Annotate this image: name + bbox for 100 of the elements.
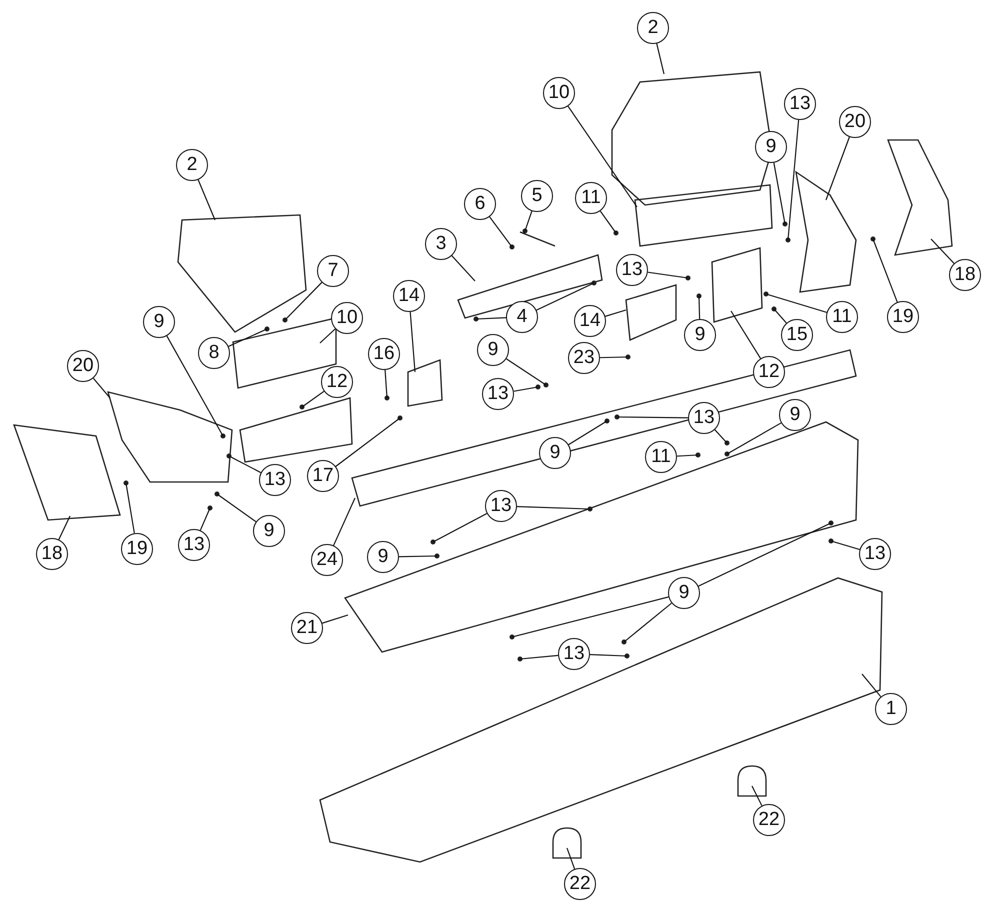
leader-line xyxy=(787,120,800,240)
callout-number: 18 xyxy=(36,538,68,570)
callout-number: 20 xyxy=(67,350,99,382)
leader-line xyxy=(320,328,336,344)
leader-line xyxy=(624,602,672,642)
callout-number: 9 xyxy=(477,334,509,366)
leader-line xyxy=(92,378,110,398)
leader-line xyxy=(676,454,698,457)
leader-line xyxy=(825,136,850,200)
callout-number: 2 xyxy=(637,12,669,44)
leader-line xyxy=(333,498,356,546)
leader-line xyxy=(698,522,832,587)
callout-number: 6 xyxy=(464,188,496,220)
callout-number: 18 xyxy=(949,259,981,291)
callout-number: 16 xyxy=(368,338,400,370)
leader-line xyxy=(284,282,322,320)
callout-number: 9 xyxy=(539,437,571,469)
leader-line xyxy=(228,328,268,347)
leader-line xyxy=(335,418,400,467)
leader-line xyxy=(516,506,590,510)
callout-number: 11 xyxy=(575,182,607,214)
callout-number: 4 xyxy=(506,301,538,333)
leader-line xyxy=(514,386,538,392)
callout-number: 22 xyxy=(753,804,785,836)
callout-number: 10 xyxy=(543,77,575,109)
callout-number: 13 xyxy=(784,88,816,120)
callout-number: 13 xyxy=(859,538,891,570)
callout-number: 13 xyxy=(178,529,210,561)
leader-line xyxy=(432,513,488,542)
callout-number: 2 xyxy=(176,149,208,181)
leader-line xyxy=(398,555,437,558)
callout-number: 21 xyxy=(291,612,323,644)
callout-number: 19 xyxy=(887,301,919,333)
leader-line xyxy=(198,180,216,220)
leader-line xyxy=(656,43,665,74)
callout-number: 13 xyxy=(259,464,291,496)
leader-line xyxy=(568,420,608,446)
leader-line xyxy=(384,370,388,398)
callout-number: 9 xyxy=(253,515,285,547)
leader-line xyxy=(752,786,762,806)
callout-number: 15 xyxy=(781,319,813,351)
callout-number: 13 xyxy=(616,254,648,286)
leader-line xyxy=(617,416,688,418)
leader-line xyxy=(605,309,626,317)
leader-line xyxy=(698,296,700,320)
leader-line xyxy=(930,238,954,264)
leader-line xyxy=(489,216,512,248)
leader-line xyxy=(600,210,616,234)
callout-number: 9 xyxy=(668,577,700,609)
leader-line xyxy=(58,516,70,540)
leader-line xyxy=(830,540,860,550)
leader-line xyxy=(520,654,558,660)
leader-line xyxy=(166,336,224,436)
callout-number: 14 xyxy=(574,305,606,337)
leader-line xyxy=(302,390,324,408)
leader-line xyxy=(451,255,476,282)
callout-number: 8 xyxy=(198,337,230,369)
callout-number: 9 xyxy=(367,541,399,573)
callout-number: 20 xyxy=(839,106,871,138)
callout-number: 13 xyxy=(485,490,517,522)
leader-line xyxy=(125,482,135,534)
callout-number: 9 xyxy=(143,306,175,338)
callout-number: 23 xyxy=(568,342,600,374)
callout-number: 7 xyxy=(317,255,349,287)
leader-line xyxy=(726,422,782,454)
callout-number: 19 xyxy=(121,533,153,565)
leader-line xyxy=(600,356,628,358)
callout-number: 1 xyxy=(875,693,907,725)
leader-line xyxy=(774,308,787,324)
leader-line xyxy=(730,310,761,359)
leader-line xyxy=(766,293,827,313)
callout-number: 5 xyxy=(521,180,553,212)
callout-number: 11 xyxy=(826,301,858,333)
callout-number: 9 xyxy=(779,399,811,431)
leader-line xyxy=(648,272,688,279)
callout-number: 9 xyxy=(684,319,716,351)
leader-line xyxy=(200,508,210,531)
callout-number: 17 xyxy=(307,460,339,492)
callout-number: 13 xyxy=(688,402,720,434)
callout-number: 12 xyxy=(753,356,785,388)
callout-number: 14 xyxy=(393,280,425,312)
leader-line xyxy=(714,429,728,444)
leader-line xyxy=(566,848,576,870)
leader-line xyxy=(512,596,669,638)
callout-number: 24 xyxy=(311,544,343,576)
callout-number: 12 xyxy=(321,366,353,398)
leader-line xyxy=(872,238,898,302)
leader-line xyxy=(536,282,594,311)
callout-number: 22 xyxy=(564,868,596,900)
leader-line xyxy=(410,312,416,372)
leader-line xyxy=(773,162,786,224)
callout-number: 11 xyxy=(645,441,677,473)
leader-line xyxy=(216,494,256,522)
callout-number: 3 xyxy=(425,228,457,260)
leader-line xyxy=(590,654,628,657)
leader-line xyxy=(568,106,638,208)
callout-number: 9 xyxy=(755,131,787,163)
leader-line xyxy=(228,456,262,474)
callout-number: 10 xyxy=(331,302,363,334)
leader-line xyxy=(524,210,532,232)
